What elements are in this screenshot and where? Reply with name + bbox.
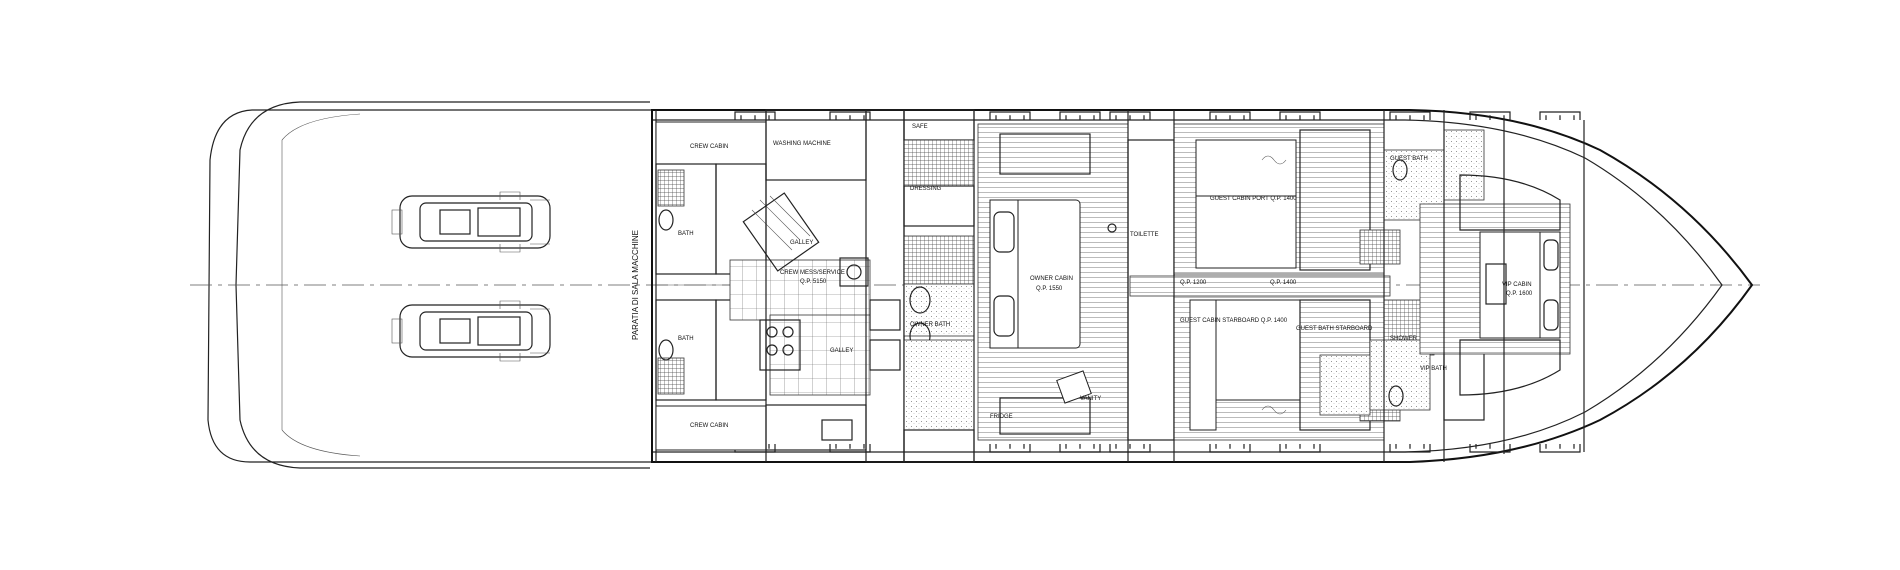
porthole-port-9 [1539, 111, 1581, 120]
crew-mess-label: CREW MESS/SERVICE [780, 270, 845, 276]
vip-bath-label: VIP BATH [1420, 366, 1447, 372]
porthole-starboard-3 [1059, 444, 1101, 453]
room-labels: CREW CABIN CREW CABIN BATH BATH WASHING … [678, 124, 1533, 429]
qp-right-label: Q.P. 1400 [1270, 280, 1297, 286]
porthole-starboard-8 [1469, 444, 1511, 453]
porthole-starboard-1 [829, 444, 871, 453]
crew-mess [729, 109, 905, 463]
guest-cabin-port-label: GUEST CABIN PORT Q.P. 1400 [1210, 196, 1297, 202]
shower-label: SHOWER [1390, 336, 1418, 342]
vip-cabin-area-label: Q.P. 1600 [1506, 291, 1533, 297]
porthole-starboard-9 [1539, 444, 1581, 453]
portholes [734, 111, 1581, 453]
crew-area [655, 121, 767, 451]
porthole-port-4 [1109, 111, 1151, 120]
porthole-port-5 [1209, 111, 1251, 120]
safe-label: SAFE [912, 124, 928, 130]
porthole-starboard-7 [1389, 444, 1431, 453]
porthole-starboard-6 [1279, 444, 1321, 453]
guest-bath-stbd-label: GUEST BATH STARBOARD [1296, 326, 1373, 332]
porthole-starboard-2 [989, 444, 1031, 453]
porthole-port-6 [1279, 111, 1321, 120]
porthole-port-2 [989, 111, 1031, 120]
owner-bath-label: OWNER BATH [910, 322, 950, 328]
fridge-label: FRIDGE [990, 414, 1013, 420]
vip-cabin [1419, 120, 1585, 452]
guest-cabin-stbd-label: GUEST CABIN STARBOARD Q.P. 1400 [1180, 318, 1288, 324]
dressing-label: DRESSING [910, 186, 942, 192]
porthole-port-7 [1389, 111, 1431, 120]
vip-cabin-label: VIP CABIN [1502, 282, 1532, 288]
porthole-starboard-5 [1209, 444, 1251, 453]
galley-top-label: GALLEY [790, 240, 813, 246]
vanity-label: VANITY [1080, 396, 1101, 402]
porthole-port-1 [829, 111, 871, 120]
toilette-label: TOILETTE [1130, 232, 1159, 238]
bath-bottom-label: BATH [678, 336, 694, 342]
owner-bath [903, 109, 975, 463]
bulkhead-label: PARATIA DI SALA MACCHINE [631, 230, 640, 340]
washing-machine-label: WASHING MACHINE [773, 141, 831, 147]
porthole-port-8 [1469, 111, 1511, 120]
porthole-port-3 [1059, 111, 1101, 120]
galley-bottom-label: GALLEY [830, 348, 853, 354]
crew-cabin-bottom-label: CREW CABIN [690, 423, 728, 429]
crew-mess-area-label: Q.P. 5150 [800, 279, 827, 285]
porthole-starboard-4 [1109, 444, 1151, 453]
tender-bottom [391, 300, 551, 362]
stern-platform [207, 101, 652, 469]
owner-cabin-label: OWNER CABIN [1030, 276, 1073, 282]
tender-top [391, 191, 551, 253]
owner-cabin-area-label: Q.P. 1550 [1036, 286, 1063, 292]
bulkheads [765, 110, 1505, 462]
qp-left-label: Q.P. 1200 [1180, 280, 1207, 286]
porthole-port-0 [734, 111, 776, 120]
guest-bath-label: GUEST BATH [1390, 156, 1428, 162]
crew-cabin-top-label: CREW CABIN [690, 144, 728, 150]
bath-top-label: BATH [678, 231, 694, 237]
